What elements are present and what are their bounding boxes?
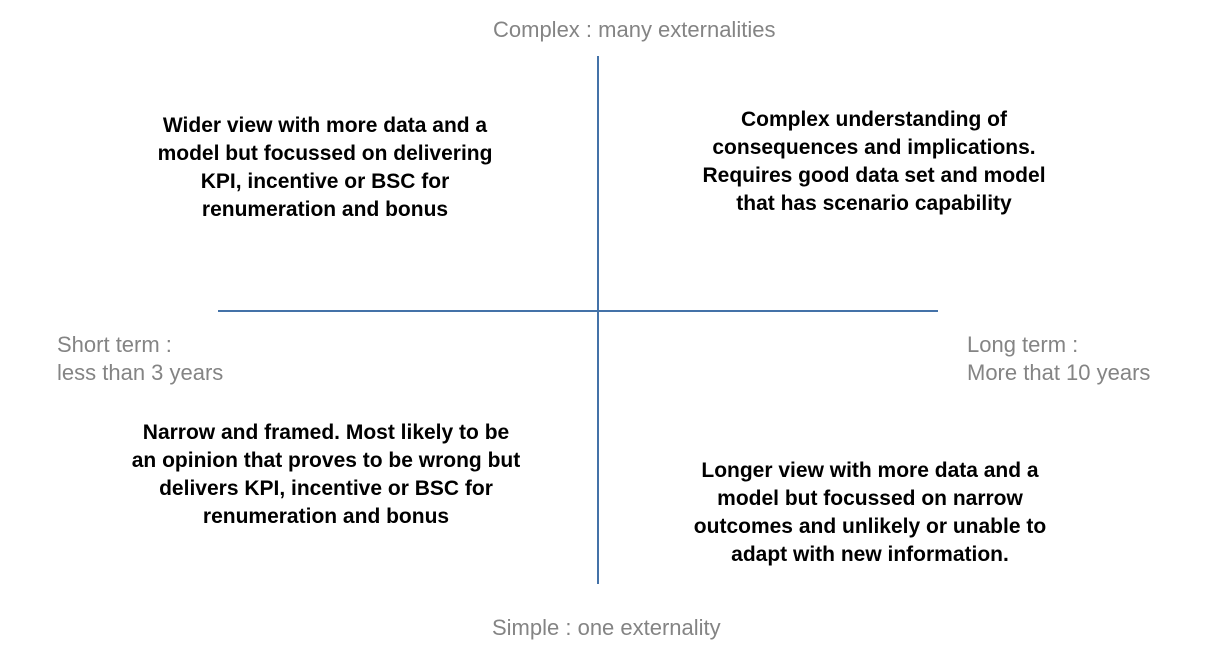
axis-label-short-term: Short term : less than 3 years <box>57 332 224 385</box>
axis-label-long-term: Long term : More that 10 years <box>967 332 1151 385</box>
quadrant-top-left-text: Wider view with more data and a model bu… <box>157 114 493 221</box>
axis-label-simple: Simple : one externality <box>492 615 721 640</box>
axis-label-complex: Complex : many externalities <box>493 17 776 42</box>
quadrant-bottom-left-text: Narrow and framed. Most likely to be an … <box>131 421 521 528</box>
vertical-axis-line <box>597 56 599 584</box>
quadrant-bottom-right-text: Longer view with more data and a model b… <box>693 459 1047 566</box>
quadrant-top-right-text: Complex understanding of consequences an… <box>702 108 1046 215</box>
horizontal-axis-line <box>218 310 938 312</box>
